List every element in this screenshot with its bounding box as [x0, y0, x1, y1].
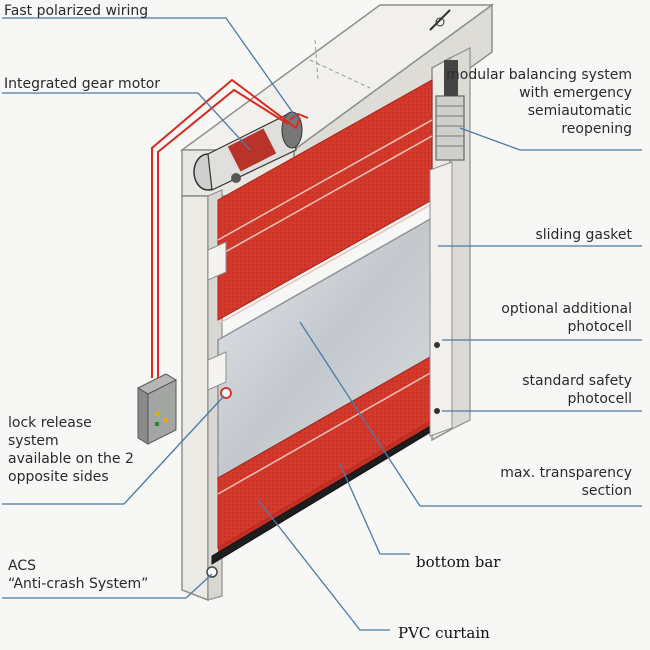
label-modular-balancing-system: modular balancing system with emergency …: [446, 67, 632, 137]
label-sliding-gasket: sliding gasket: [535, 227, 632, 243]
label-integrated-gear-motor: Integrated gear motor: [4, 76, 161, 92]
acs-device: [206, 566, 218, 578]
lock-release: [220, 387, 232, 399]
balancing-system: [429, 9, 465, 161]
label-fast-polarized-wiring: Fast polarized wiring: [4, 3, 149, 19]
label-lock-release-system: lock release system available on the 2 o…: [8, 415, 134, 485]
photocell-standard: [434, 408, 440, 414]
leader-lines: [2, 17, 642, 631]
label-pvc-curtain: PVC curtain: [398, 624, 490, 642]
control-box: [136, 373, 178, 445]
label-acs: ACS “Anti-crash System”: [8, 558, 149, 592]
left-frame-column: [181, 195, 209, 602]
label-optional-photocell: optional additional photocell: [501, 301, 632, 335]
label-max-transparency-section: max. transparency section: [500, 465, 632, 499]
label-standard-safety-photocell: standard safety photocell: [522, 373, 632, 407]
red-wiring: [151, 78, 309, 378]
photocell-optional: [434, 342, 440, 348]
label-bottom-bar: bottom bar: [416, 553, 501, 571]
